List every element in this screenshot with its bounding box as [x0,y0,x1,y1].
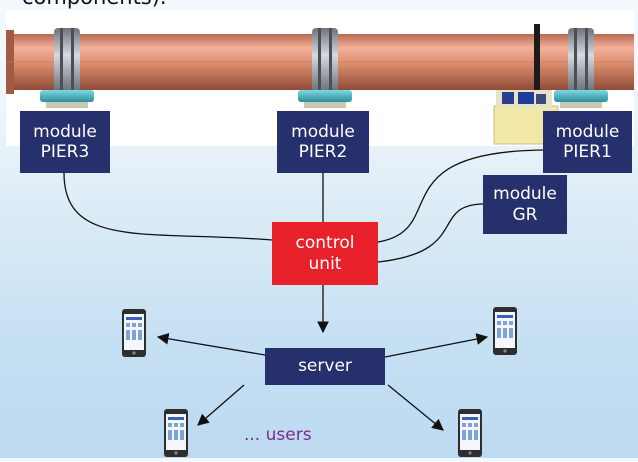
arrow-server-phone-left-top [156,332,266,356]
module-pier2: module PIER2 [277,111,369,173]
arrow-server-phone-left-bottom [197,384,245,426]
kiln-drawing [6,24,634,145]
line-gr-control [377,203,484,263]
phone-icon [121,308,147,362]
line-pier1-control [377,149,544,243]
tyre-pier1 [568,28,594,96]
phone-icon [492,306,518,360]
module-pier1-label: module PIER1 [555,121,620,162]
arrow-server-phone-right-bottom [387,384,444,431]
rollers-pier1 [554,90,608,108]
module-gr: module GR [483,175,567,234]
rollers-pier2 [298,90,352,108]
module-pier3: module PIER3 [20,111,110,173]
arrow-server-phone-right-top [384,333,489,358]
line-pier3-control [63,172,273,241]
phone-icon [163,408,189,462]
girth-gear [534,24,540,100]
module-gr-label: module GR [493,184,557,225]
module-pier3-label: module PIER3 [33,121,97,162]
phone-icon [457,408,483,462]
rollers-pier3 [40,90,94,108]
server-label: server [298,356,352,377]
module-pier1: module PIER1 [543,111,632,173]
control-unit-label: control unit [295,233,355,274]
tyre-pier2 [312,28,338,96]
caption-fragment: components). [22,0,167,9]
server: server [265,348,385,385]
module-pier2-label: module PIER2 [291,121,355,162]
tyre-pier3 [54,28,80,96]
control-unit: control unit [272,222,378,285]
users-label: ... users [244,425,312,445]
